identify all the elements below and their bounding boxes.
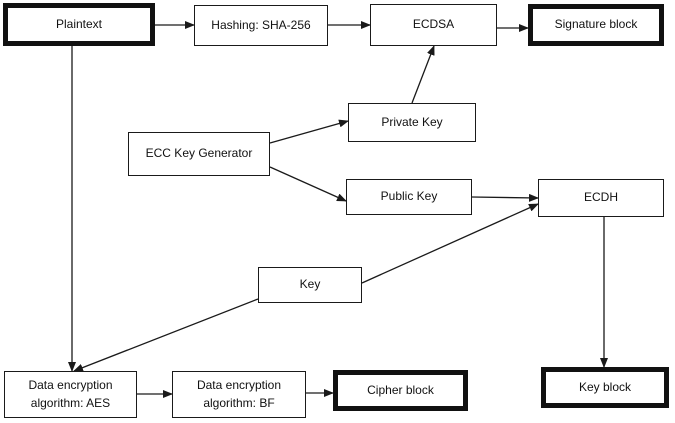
- arrow-public-key-to-ecdh: [471, 193, 539, 202]
- arrow-ecc-to-private-key: [269, 119, 349, 144]
- signature-block-node: Signature block: [528, 4, 664, 46]
- ecdsa-node: ECDSA: [370, 4, 497, 46]
- arrow-ecc-to-public-key: [269, 166, 347, 202]
- bf-node: Data encryption algorithm: BF: [172, 371, 306, 418]
- cipher-block-node: Cipher block: [333, 370, 468, 411]
- private-key-node: Private Key: [348, 103, 476, 142]
- key-block-node: Key block: [541, 367, 669, 408]
- plaintext-node: Plaintext: [3, 3, 155, 46]
- arrow-key-to-aes: [73, 298, 259, 372]
- key-node: Key: [258, 267, 362, 303]
- arrow-key-to-ecdh: [361, 203, 539, 284]
- ecdh-node: ECDH: [538, 179, 664, 217]
- arrow-private-key-to-ecdsa: [411, 45, 435, 104]
- public-key-node: Public Key: [346, 179, 472, 215]
- hashing-node: Hashing: SHA-256: [194, 5, 328, 46]
- aes-node: Data encryption algorithm: AES: [4, 371, 137, 418]
- ecc-key-generator-node: ECC Key Generator: [128, 132, 270, 176]
